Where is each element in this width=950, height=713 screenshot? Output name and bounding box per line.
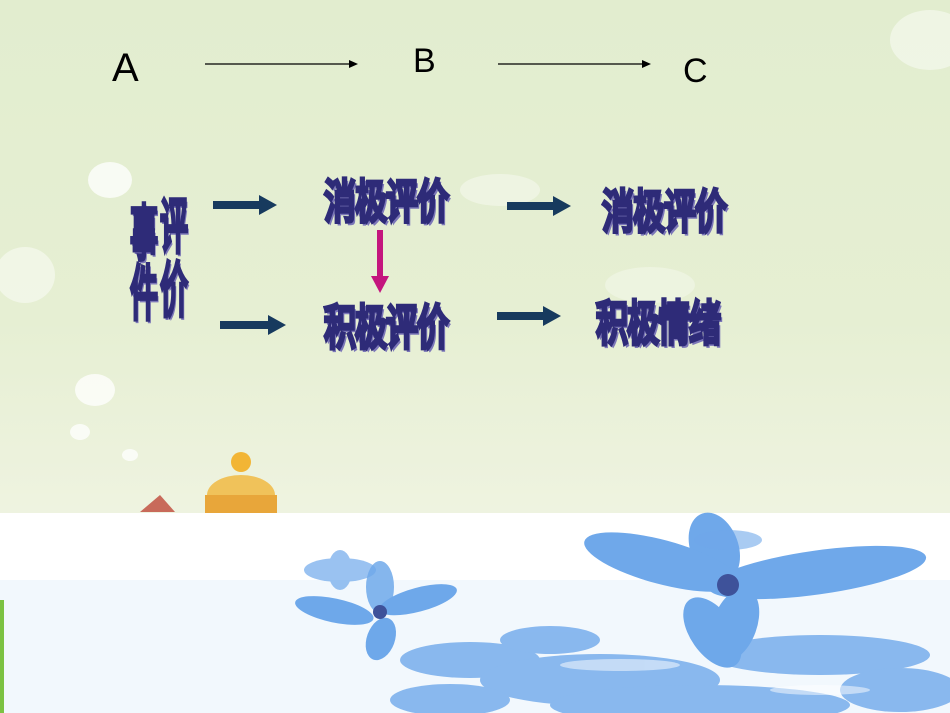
arrow-a-to-b xyxy=(205,60,358,68)
event-char-2: 件 xyxy=(129,260,158,330)
arrow-pos-eval-to-pos-emotion xyxy=(497,306,561,326)
clouds xyxy=(0,10,950,461)
arrow-b-to-c xyxy=(498,60,651,68)
node-negative-evaluation-1: 消极评价 xyxy=(323,173,450,231)
label-a: A xyxy=(112,46,139,90)
event-char-1: 事 xyxy=(129,200,158,270)
node-positive-evaluation: 积极评价 xyxy=(323,298,450,358)
label-b: B xyxy=(413,42,436,80)
arrow-neg-to-pos-eval xyxy=(371,230,389,293)
event-char-4: 价 xyxy=(159,257,188,327)
event-char-3: 评 xyxy=(159,193,188,263)
blue-flowers xyxy=(295,512,950,713)
node-negative-evaluation-2: 消极评价 xyxy=(601,183,728,241)
arrow-event-to-neg-eval xyxy=(213,195,277,215)
arrow-neg-eval-to-neg-eval xyxy=(507,196,571,216)
dome-illustration xyxy=(140,452,277,515)
node-positive-emotion: 积极情绪 xyxy=(595,294,722,354)
label-c: C xyxy=(683,52,708,90)
arrow-event-to-pos-eval xyxy=(220,315,286,335)
